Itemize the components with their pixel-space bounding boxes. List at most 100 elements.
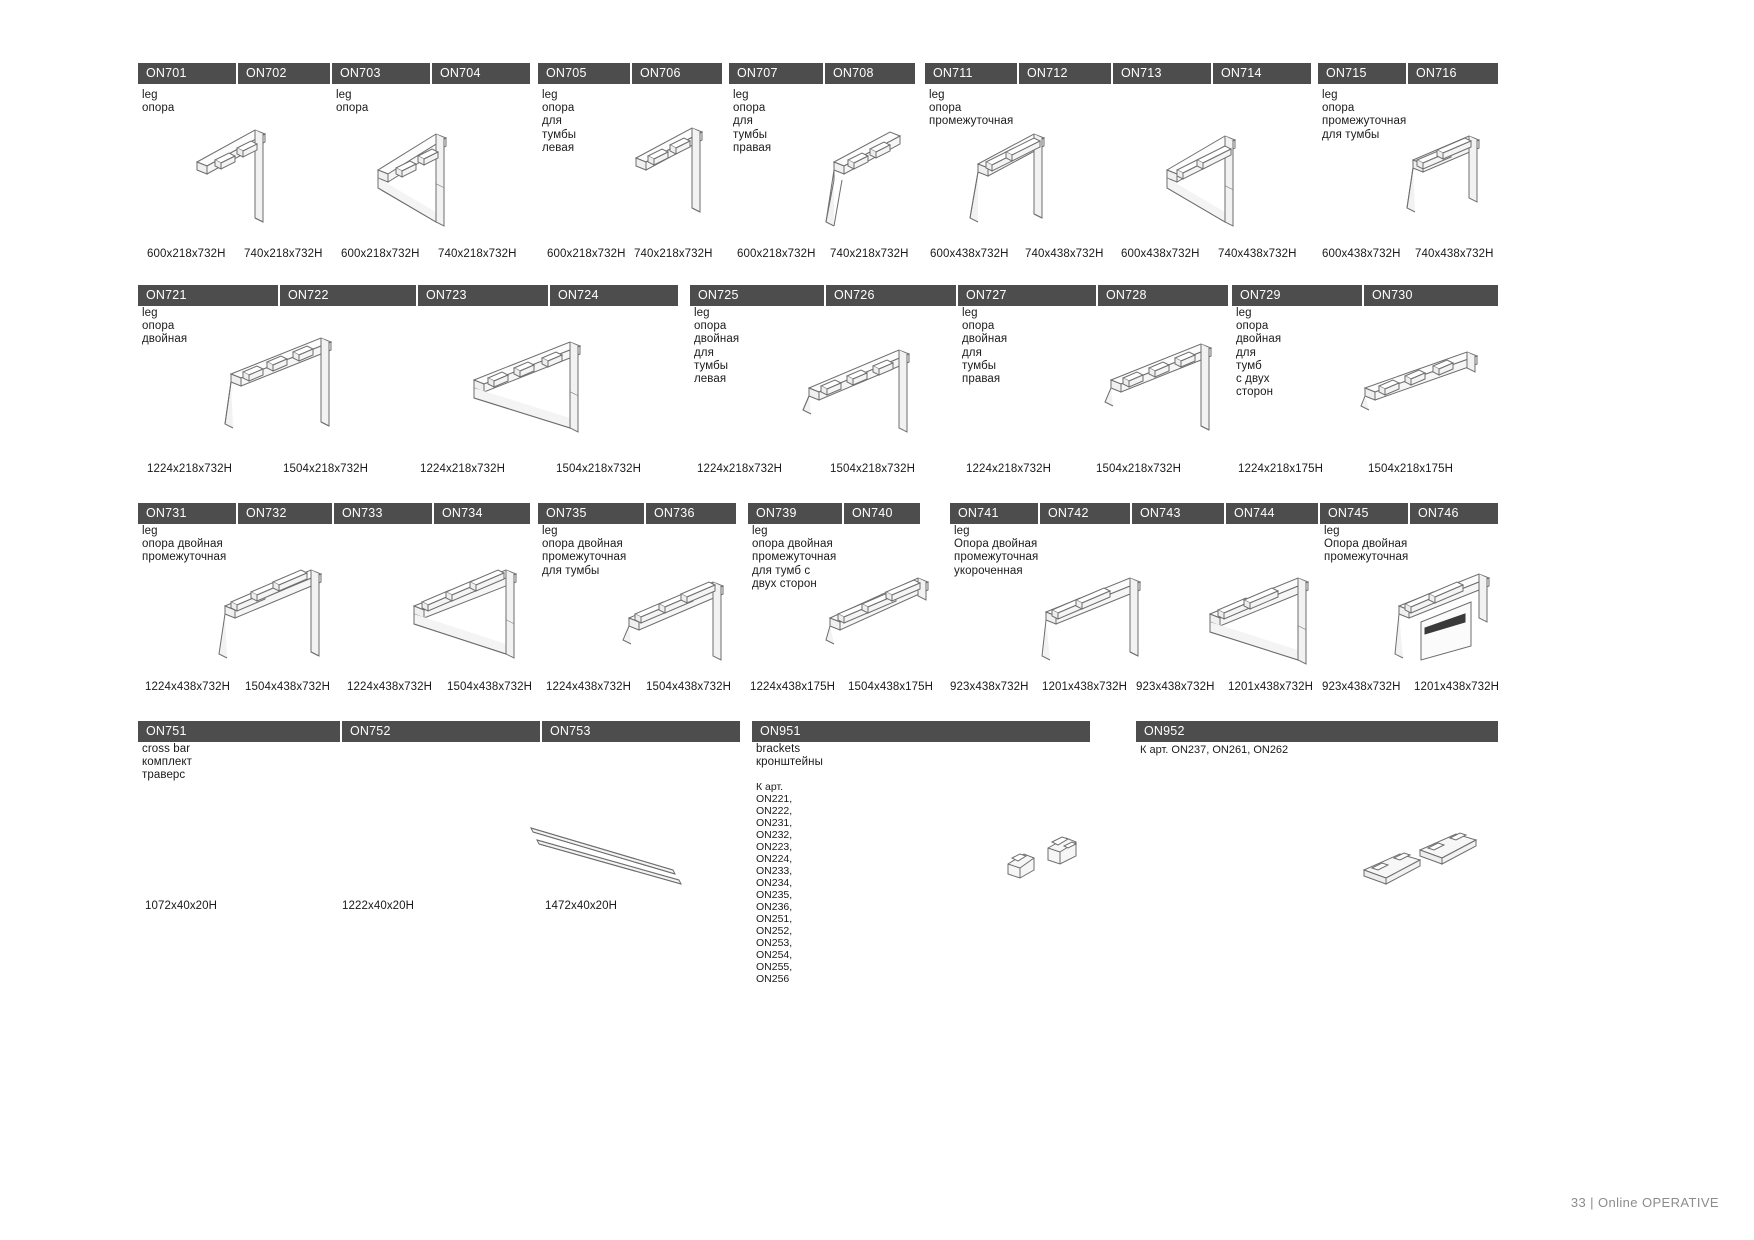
product-description: leg опора промежуточная для тумбы — [1322, 89, 1407, 141]
product-drawing-on721 — [215, 322, 355, 442]
product-dimension: 600x218x732H — [737, 248, 816, 260]
product-code-on739[interactable]: ON739 — [748, 503, 842, 524]
product-code-on733[interactable]: ON733 — [334, 503, 432, 524]
product-code-on703[interactable]: ON703 — [332, 63, 430, 84]
product-code-on729[interactable]: ON729 — [1232, 285, 1362, 306]
product-drawing-on753 — [525, 818, 685, 888]
product-dimension: 740x218x732H — [634, 248, 713, 260]
product-dimension: 1201x438x732H — [1414, 681, 1500, 693]
product-dimension: 1504x438x175H — [848, 681, 934, 693]
product-dimension: 1504x438x732H — [447, 681, 533, 693]
product-code-on725[interactable]: ON725 — [690, 285, 824, 306]
product-dimension: 1504x218x732H — [556, 463, 642, 475]
product-code-on711[interactable]: ON711 — [925, 63, 1017, 84]
product-dimension: 923x438x732H — [950, 681, 1029, 693]
product-code-on951[interactable]: ON951 — [752, 721, 1090, 742]
product-dimension: 1224x438x175H — [750, 681, 836, 693]
product-drawing-on725 — [795, 336, 935, 446]
product-dimension: 740x438x732H — [1415, 248, 1494, 260]
product-description: leg Опора двойная промежуточная — [1324, 525, 1409, 564]
product-drawing-on745 — [1385, 556, 1510, 674]
product-code-on741[interactable]: ON741 — [950, 503, 1038, 524]
product-code-on731[interactable]: ON731 — [138, 503, 236, 524]
page-number: 33 — [1570, 1195, 1587, 1210]
product-code-on952[interactable]: ON952 — [1136, 721, 1498, 742]
footer-separator: | — [1590, 1195, 1594, 1210]
product-code-on734[interactable]: ON734 — [434, 503, 530, 524]
product-code-on743[interactable]: ON743 — [1132, 503, 1224, 524]
product-code-on712[interactable]: ON712 — [1019, 63, 1111, 84]
product-drawing-on723 — [462, 320, 632, 444]
product-description: leg опора двойная для тумб с двух сторон — [1236, 307, 1282, 399]
product-dimension: 740x438x732H — [1025, 248, 1104, 260]
product-dimension: 1224x438x732H — [347, 681, 433, 693]
product-dimension: 600x438x732H — [1121, 248, 1200, 260]
product-description: leg опора двойная для тумбы левая — [694, 307, 740, 386]
product-code-on744[interactable]: ON744 — [1226, 503, 1318, 524]
product-code-on746[interactable]: ON746 — [1410, 503, 1498, 524]
product-drawing-on715 — [1395, 122, 1505, 232]
product-description: leg опора двойная для тумбы правая — [962, 307, 1008, 386]
product-code-on704[interactable]: ON704 — [432, 63, 530, 84]
product-dimension: 600x438x732H — [1322, 248, 1401, 260]
product-code-on702[interactable]: ON702 — [238, 63, 330, 84]
product-code-on723[interactable]: ON723 — [418, 285, 548, 306]
product-description: leg опора — [142, 89, 175, 115]
product-code-on706[interactable]: ON706 — [632, 63, 722, 84]
product-code-on722[interactable]: ON722 — [280, 285, 416, 306]
product-dimension: 923x438x732H — [1136, 681, 1215, 693]
product-description: leg опора двойная промежуточная для тумб… — [752, 525, 837, 590]
product-code-on708[interactable]: ON708 — [825, 63, 915, 84]
product-drawing-on731 — [205, 548, 345, 670]
product-drawing-on701 — [185, 120, 300, 235]
product-code-on724[interactable]: ON724 — [550, 285, 678, 306]
product-dimension: 1224x218x732H — [966, 463, 1052, 475]
product-code-on730[interactable]: ON730 — [1364, 285, 1498, 306]
product-code-on715[interactable]: ON715 — [1318, 63, 1406, 84]
product-dimension: 1224x218x732H — [147, 463, 233, 475]
product-drawing-on711 — [962, 122, 1082, 238]
product-drawing-on952 — [1358, 832, 1488, 890]
product-code-on701[interactable]: ON701 — [138, 63, 236, 84]
product-dimension: 1504x218x732H — [1096, 463, 1182, 475]
product-dimension: 1504x218x175H — [1368, 463, 1454, 475]
product-drawing-on735 — [615, 560, 745, 672]
product-dimension: 600x218x732H — [547, 248, 626, 260]
product-code-on705[interactable]: ON705 — [538, 63, 630, 84]
product-code-on752[interactable]: ON752 — [342, 721, 540, 742]
compatible-articles-note: К арт. ON237, ON261, ON262 — [1140, 744, 1289, 756]
product-code-on751[interactable]: ON751 — [138, 721, 340, 742]
product-dimension: 923x438x732H — [1322, 681, 1401, 693]
product-code-on742[interactable]: ON742 — [1040, 503, 1130, 524]
product-code-on716[interactable]: ON716 — [1408, 63, 1498, 84]
product-code-on727[interactable]: ON727 — [958, 285, 1096, 306]
product-description: leg опора промежуточная — [929, 89, 1014, 128]
product-code-on721[interactable]: ON721 — [138, 285, 278, 306]
product-drawing-on741 — [1030, 560, 1160, 672]
product-drawing-on951 — [1000, 830, 1110, 890]
product-dimension: 1201x438x732H — [1228, 681, 1314, 693]
product-drawing-on733 — [400, 546, 565, 672]
product-code-on753[interactable]: ON753 — [542, 721, 740, 742]
product-dimension: 740x218x732H — [830, 248, 909, 260]
product-code-on732[interactable]: ON732 — [238, 503, 332, 524]
product-dimension: 740x438x732H — [1218, 248, 1297, 260]
product-dimension: 1504x218x732H — [283, 463, 369, 475]
footer-collection-title: Online OPERATIVE — [1597, 1195, 1719, 1210]
product-code-on745[interactable]: ON745 — [1320, 503, 1408, 524]
product-description: leg опора — [336, 89, 369, 115]
product-code-on740[interactable]: ON740 — [844, 503, 920, 524]
product-code-on714[interactable]: ON714 — [1213, 63, 1311, 84]
product-code-on728[interactable]: ON728 — [1098, 285, 1228, 306]
product-code-on726[interactable]: ON726 — [826, 285, 956, 306]
product-dimension: 1504x218x732H — [830, 463, 916, 475]
product-code-on736[interactable]: ON736 — [646, 503, 736, 524]
product-drawing-on703 — [370, 118, 510, 236]
product-code-on735[interactable]: ON735 — [538, 503, 644, 524]
product-code-on707[interactable]: ON707 — [729, 63, 823, 84]
product-description: leg опора двойная промежуточная для тумб… — [542, 525, 627, 577]
product-drawing-on705 — [618, 120, 728, 230]
product-code-on713[interactable]: ON713 — [1113, 63, 1211, 84]
product-dimension: 1222x40x20H — [342, 900, 415, 912]
